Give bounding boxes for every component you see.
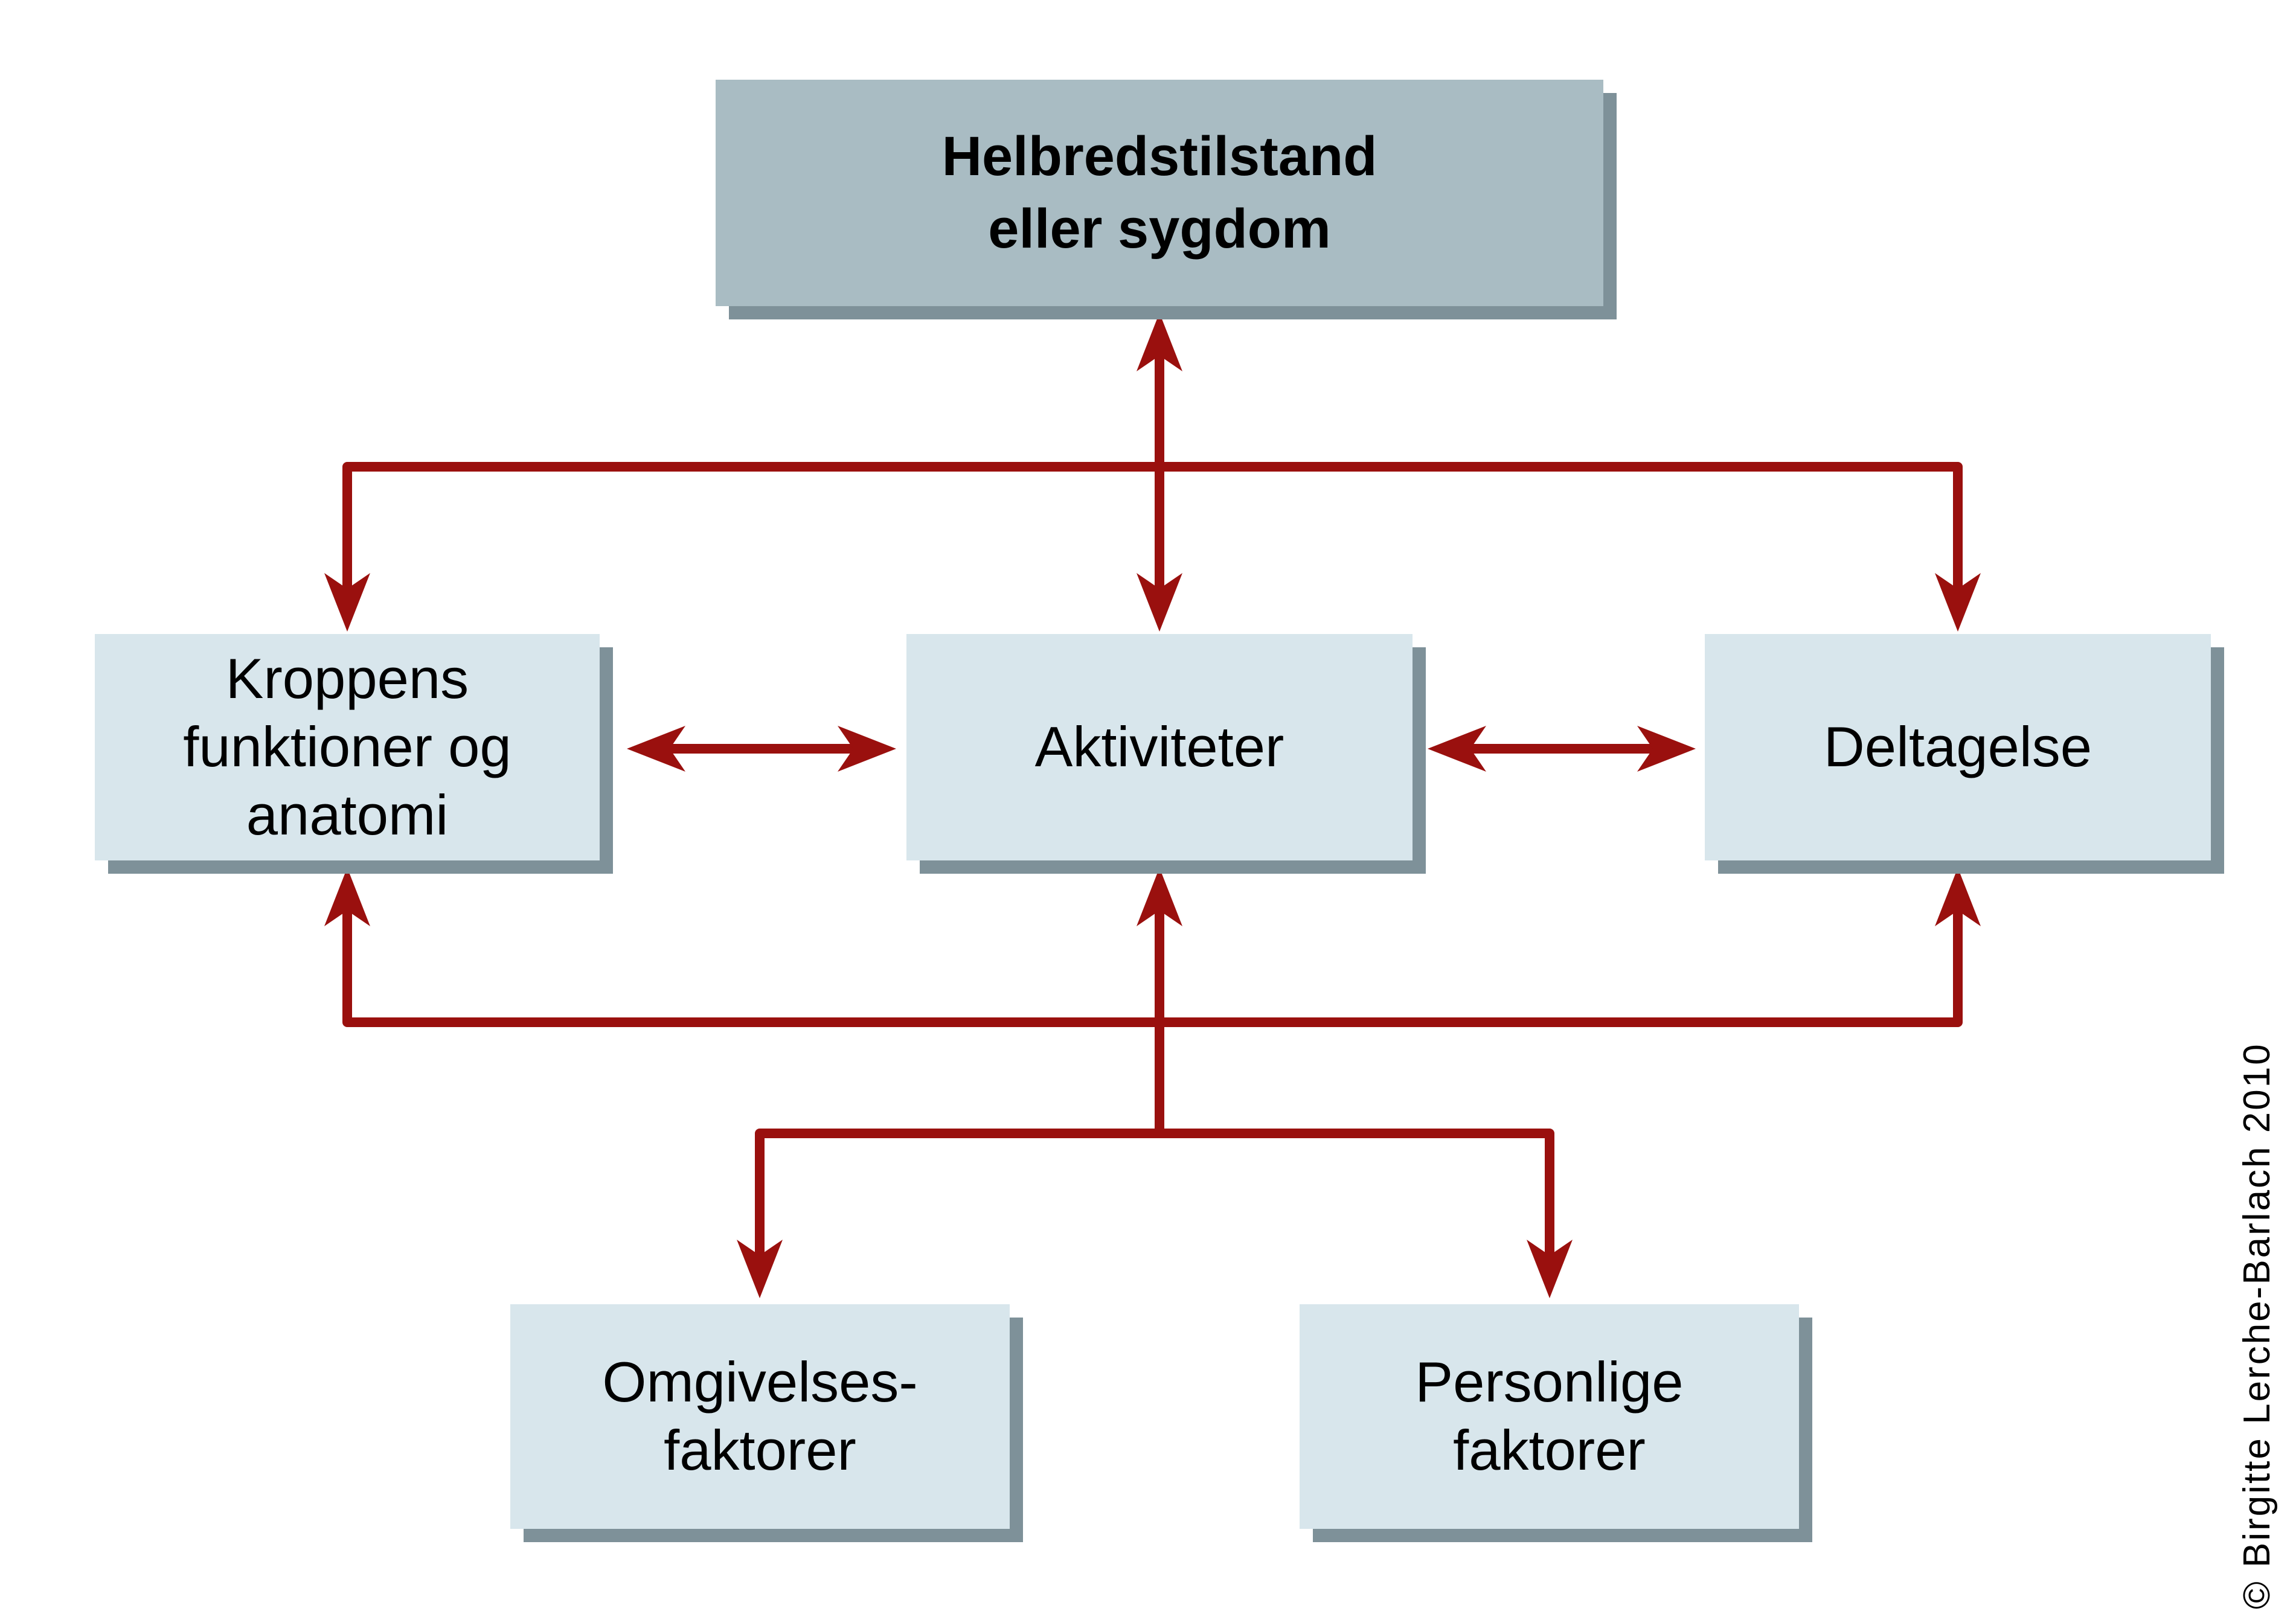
node-health-line1: Helbredstilstand <box>941 125 1377 187</box>
node-body-line3: anatomi <box>246 783 449 847</box>
arrowhead-right <box>1637 726 1696 772</box>
copyright-watermark: © Birgitte Lerche-Barlach 2010 <box>2236 1042 2278 1609</box>
arrow-activities-participation <box>1428 726 1696 772</box>
arrowhead-right <box>838 726 896 772</box>
node-body-line2: funktioner og <box>183 715 511 779</box>
node-environmental-factors: Omgivelses- faktorer <box>510 1304 1010 1529</box>
node-personal-factors: Personlige faktorer <box>1300 1304 1799 1529</box>
node-body-line1: Kroppens <box>225 647 469 711</box>
arrowhead-down <box>737 1240 783 1298</box>
arrowhead-down <box>1527 1240 1573 1298</box>
node-personal-line1: Personlige <box>1415 1350 1684 1414</box>
node-environmental-line2: faktorer <box>664 1418 856 1482</box>
arrow-shaft <box>342 911 1963 1027</box>
arrow-trunk-to-components <box>324 868 1981 1133</box>
node-body-functions: Kroppens funktioner og anatomi <box>95 634 600 860</box>
node-personal-text: Personlige faktorer <box>1415 1348 1683 1485</box>
arrowhead-down <box>324 573 370 632</box>
node-participation: Deltagelse <box>1705 634 2211 860</box>
node-activities: Aktiviteter <box>906 634 1413 860</box>
node-personal-line2: faktorer <box>1453 1418 1646 1482</box>
arrow-body-activities <box>627 726 896 772</box>
node-environmental-text: Omgivelses- faktorer <box>602 1348 917 1485</box>
arrow-health-activities <box>1137 313 1182 632</box>
arrow-health-to-body-and-participation <box>324 462 1981 632</box>
node-participation-text: Deltagelse <box>1824 713 2092 781</box>
arrow-shaft <box>755 1129 1554 1255</box>
arrowhead-left <box>627 726 685 772</box>
arrowhead-up <box>1137 313 1182 371</box>
node-activities-text: Aktiviteter <box>1035 713 1284 781</box>
arrowhead-down <box>1137 573 1182 632</box>
arrow-trunk-to-factors <box>737 1129 1573 1298</box>
arrowhead-down <box>1935 573 1981 632</box>
node-health-line2: eller sygdom <box>988 197 1331 260</box>
arrow-shaft <box>342 462 1963 589</box>
arrowhead-up <box>1935 868 1981 926</box>
arrowhead-up <box>324 868 370 926</box>
node-participation-line1: Deltagelse <box>1823 715 2092 779</box>
node-environmental-line1: Omgivelses- <box>602 1350 918 1414</box>
node-health-text: Helbredstilstand eller sygdom <box>942 121 1377 265</box>
node-body-functions-text: Kroppens funktioner og anatomi <box>183 645 511 849</box>
node-activities-line1: Aktiviteter <box>1034 715 1284 779</box>
arrowhead-up <box>1137 868 1182 926</box>
arrowhead-left <box>1428 726 1486 772</box>
node-health-condition: Helbredstilstand eller sygdom <box>716 80 1603 306</box>
